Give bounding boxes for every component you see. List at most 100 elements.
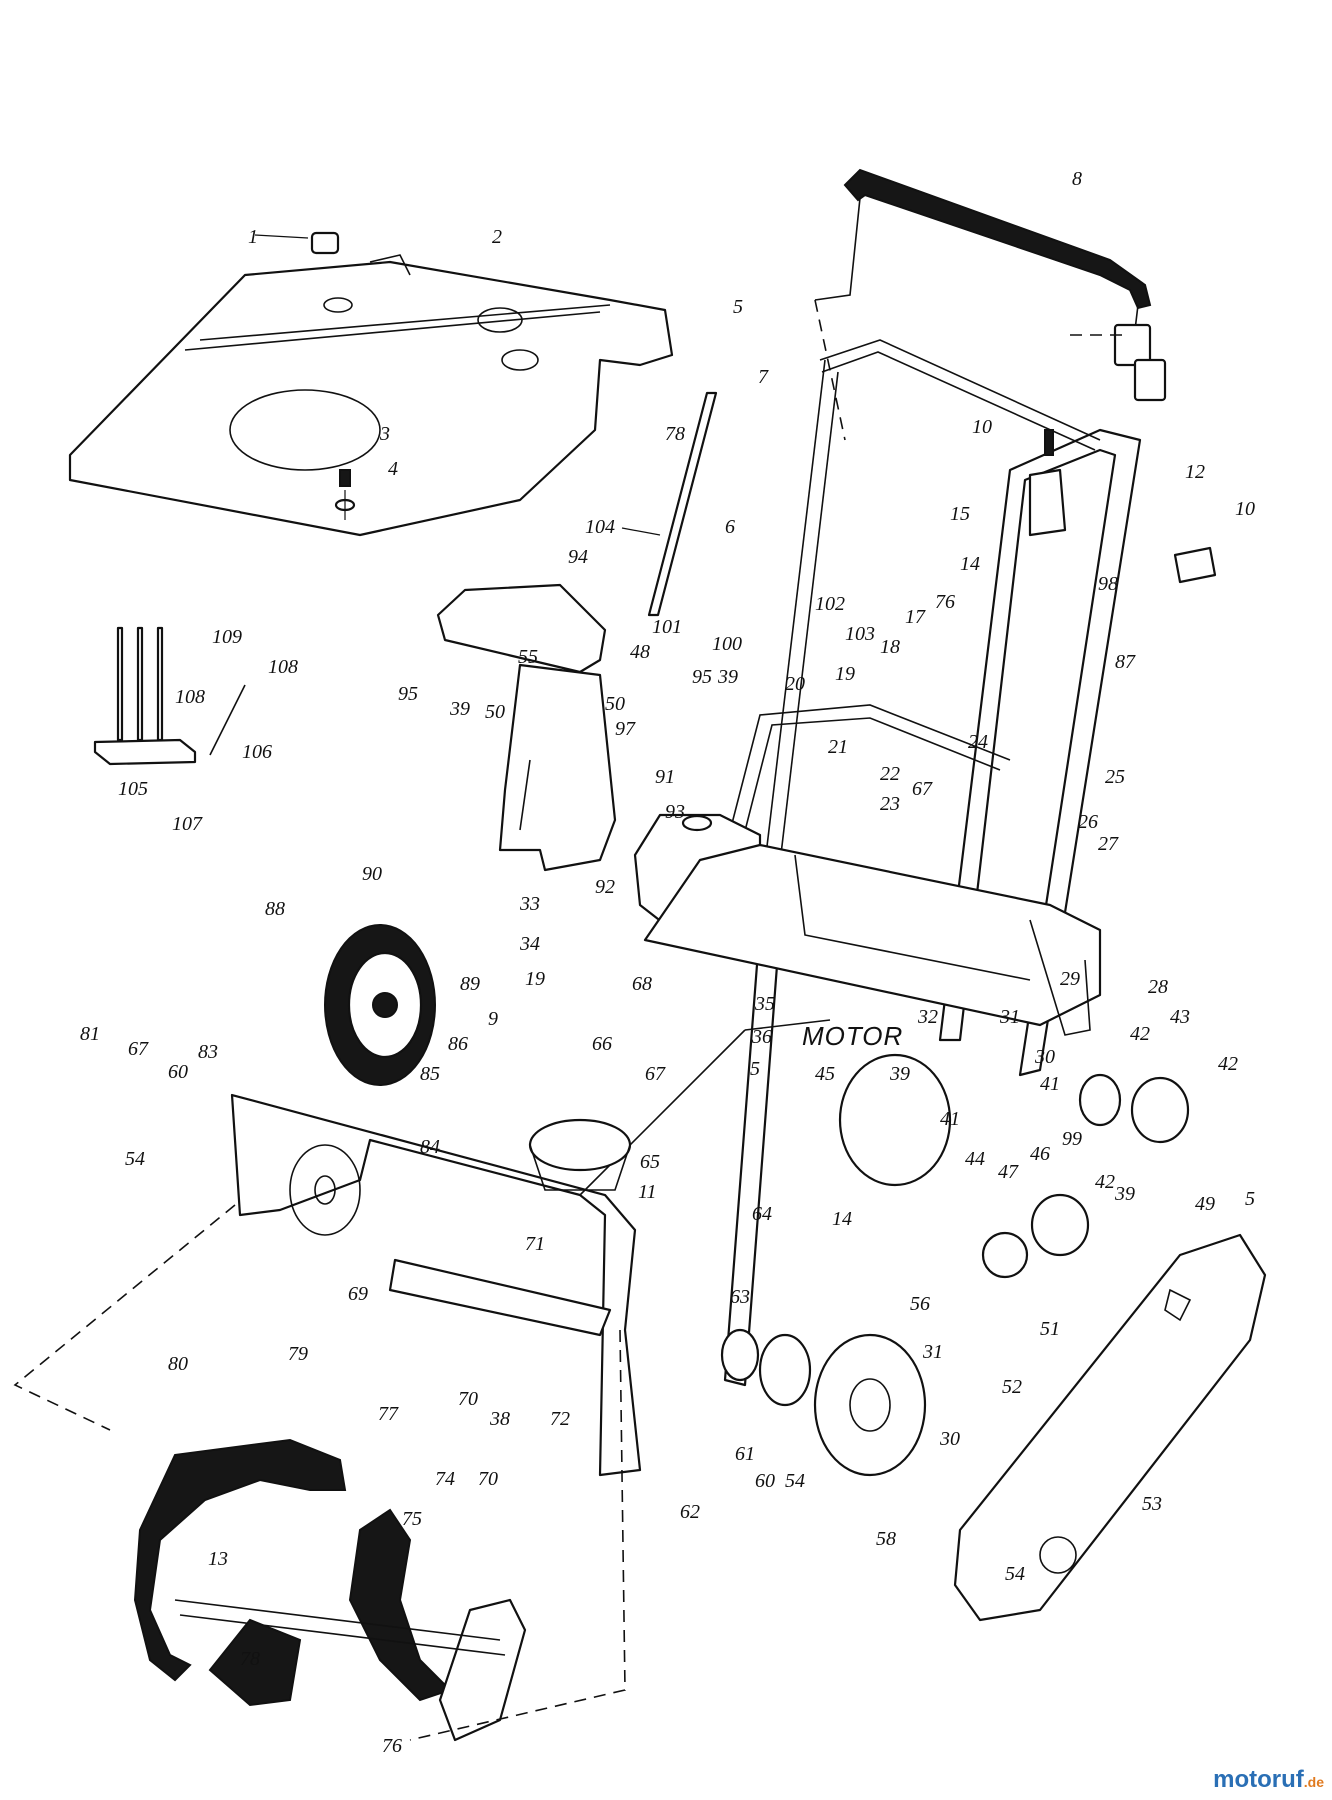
cap-part [254,231,340,255]
callout-42a: 42 [1130,1023,1150,1045]
callout-74: 74 [435,1468,455,1490]
callout-19b: 19 [525,968,545,990]
callout-47: 47 [998,1161,1019,1183]
callout-3: 3 [379,423,390,445]
callout-76: 76 [382,1735,402,1757]
callout-85: 85 [420,1063,440,1085]
callout-24: 24 [968,731,988,753]
callout-80: 80 [168,1353,188,1375]
callout-68b: 66 [592,1033,612,1055]
callout-5b: 5 [750,1058,760,1080]
callout-100: 100 [712,633,742,655]
callout-95a: 95 [398,683,418,705]
callout-30a: 30 [1034,1046,1055,1068]
rod-part [621,391,718,617]
callout-42c: 42 [1095,1171,1115,1193]
callout-65: 65 [640,1151,660,1173]
callout-13: 13 [208,1548,228,1570]
callout-61: 61 [735,1443,755,1465]
callout-58: 58 [876,1528,896,1550]
watermark-main: motoruf [1213,1766,1304,1793]
callout-44: 44 [965,1148,985,1170]
auger-boundary-line [409,1329,626,1741]
callout-12: 12 [1185,461,1205,483]
callout-4: 4 [388,458,398,480]
discharge-chute [436,583,617,872]
callout-77: 77 [378,1403,399,1425]
watermark-logo: motoruf.de [1213,1766,1324,1794]
callout-89: 89 [460,973,480,995]
callout-107: 107 [172,813,203,835]
callout-41a: 41 [1040,1073,1060,1095]
callout-87: 87 [1115,651,1136,673]
control-bracket-parts [1028,429,1217,584]
callout-30b: 30 [939,1428,960,1450]
callout-39b: 39 [717,666,738,688]
callout-49: 49 [1195,1193,1215,1215]
callout-23: 23 [880,793,900,815]
callout-88: 88 [265,898,285,920]
callout-104: 104 [585,516,615,538]
callout-64: 64 [752,1203,772,1225]
callout-39a: 39 [449,698,470,720]
top-cover-part [68,254,674,537]
callout-60a: 60 [168,1061,188,1083]
callout-6: 6 [725,516,735,538]
callout-78: 78 [665,423,685,445]
callout-102: 102 [815,593,845,615]
callout-labels: 1 2 3 4 5 78 7 8 104 6 10 15 14 12 10 98… [80,168,1255,1757]
callout-67b: 67 [645,1063,666,1085]
callout-50b: 50 [605,693,625,715]
callout-14: 14 [960,553,980,575]
callout-5: 5 [733,296,743,318]
callout-21: 21 [828,736,848,758]
scraper-bar-part [388,1258,612,1337]
motor-label: MOTOR [802,1021,903,1051]
callout-31a: 31 [999,1006,1020,1028]
callout-29: 29 [1060,968,1080,990]
callout-27: 27 [1098,833,1119,855]
callout-11: 11 [638,1181,657,1203]
callout-46: 46 [1030,1143,1050,1165]
callout-62: 62 [680,1501,700,1523]
callout-39c: 39 [889,1063,910,1085]
frame-plate-part [643,843,1102,1036]
callout-41b: 41 [940,1108,960,1130]
callout-34: 34 [519,933,540,955]
callout-36: 36 [751,1026,772,1048]
callout-50a: 50 [485,701,505,723]
callout-108a: 108 [268,656,298,678]
callout-91: 91 [655,766,675,788]
spring-part [209,684,246,756]
callout-5c: 5 [1245,1188,1255,1210]
callout-32: 32 [917,1006,938,1028]
callout-52: 52 [1002,1376,1022,1398]
callout-84: 84 [420,1136,440,1158]
callout-42b: 42 [1218,1053,1238,1075]
callout-108b: 108 [175,686,205,708]
callout-33: 33 [519,893,540,915]
callout-63: 63 [730,1286,750,1308]
callout-93: 93 [665,801,685,823]
callout-35: 35 [754,993,775,1015]
callout-94: 94 [568,546,588,568]
callout-22: 22 [880,763,900,785]
belt-cover-part [953,1233,1267,1622]
auger-housing-part [230,1019,831,1477]
callout-72: 72 [550,1408,570,1430]
callout-67a: 67 [912,778,933,800]
handle-grip-part [814,168,1167,402]
callout-26: 26 [1078,811,1098,833]
callout-38: 38 [489,1408,510,1430]
impeller-cup-part [528,1118,632,1191]
callout-53: 53 [1142,1493,1162,1515]
callout-70b: 70 [478,1468,498,1490]
callout-69: 69 [348,1283,368,1305]
callout-83: 83 [198,1041,218,1063]
callout-68a: 68 [632,973,652,995]
callout-56: 56 [910,1293,930,1315]
callout-10a: 10 [972,416,992,438]
callout-95b: 95 [692,666,712,688]
callout-79: 79 [288,1343,308,1365]
